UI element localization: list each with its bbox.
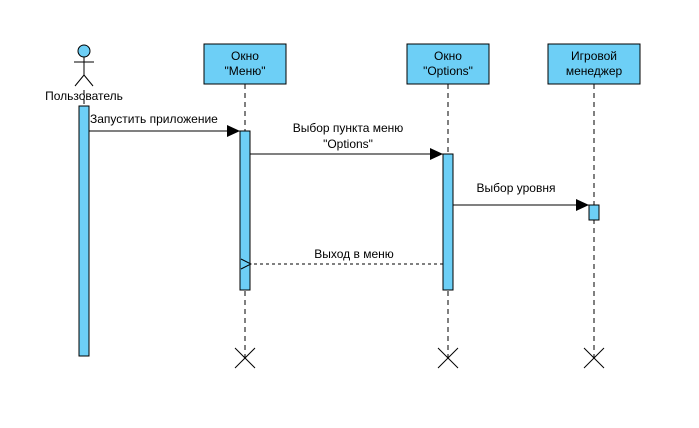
- activation-user: [78, 105, 90, 357]
- participant-options-line2: "Options": [423, 64, 473, 78]
- message-label-start-app: Запустить приложение: [90, 112, 218, 126]
- actor-head: [77, 44, 91, 58]
- participant-menu-box: [203, 43, 287, 85]
- message-label-select-options-1: Выбор пункта меню: [293, 121, 404, 135]
- activation-manager: [588, 204, 600, 221]
- participant-options-box: [406, 43, 490, 85]
- participant-manager-box: [547, 43, 641, 85]
- participant-manager-line2: менеджер: [566, 64, 623, 78]
- participant-menu-line2: "Меню": [225, 64, 266, 78]
- destroy-mark-options: [437, 347, 459, 369]
- actor-user-label: Пользователь: [45, 89, 123, 103]
- destroy-mark-menu: [234, 347, 256, 369]
- actor-user: [74, 44, 94, 87]
- participant-menu-line1: Окно: [231, 49, 259, 63]
- message-label-select-options-2: "Options": [323, 137, 373, 151]
- message-label-back-to-menu: Выход в меню: [314, 247, 394, 261]
- destroy-mark-manager: [583, 347, 605, 369]
- participant-manager-line1: Игровой: [571, 49, 617, 63]
- message-label-select-level: Выбор уровня: [477, 181, 556, 195]
- activation-menu: [239, 130, 251, 291]
- actor-leg-right: [83, 74, 94, 87]
- actor-leg-left: [74, 74, 85, 87]
- participant-options-line1: Окно: [434, 49, 462, 63]
- activation-options: [442, 153, 454, 291]
